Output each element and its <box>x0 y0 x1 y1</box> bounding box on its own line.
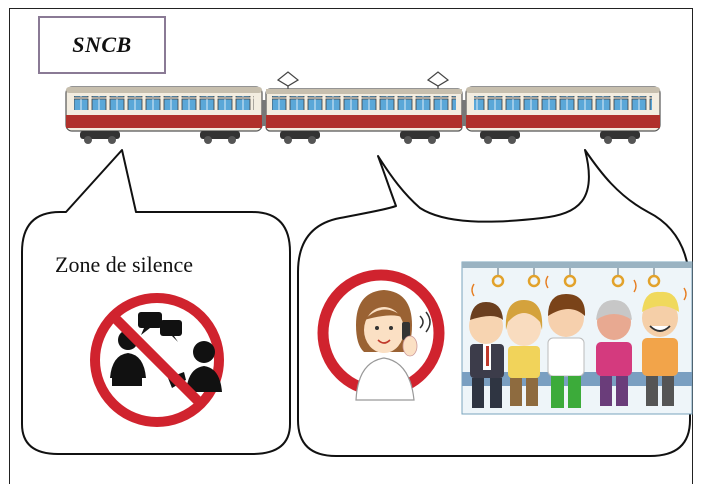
silence-zone-label: Zone de silence <box>55 252 194 277</box>
train-car-1 <box>65 86 263 144</box>
outer-border <box>9 8 693 484</box>
pantograph-1 <box>276 71 300 90</box>
train <box>65 71 661 144</box>
no-phone-icon <box>317 269 445 401</box>
train-car-3 <box>465 86 661 144</box>
brand-name: SNCB <box>72 32 132 57</box>
train-car-2 <box>265 88 463 144</box>
brand-box: SNCB <box>38 16 166 74</box>
chatting-passengers-illustration <box>461 261 693 415</box>
no-talking-icon <box>90 293 224 427</box>
pantograph-2 <box>426 71 450 90</box>
